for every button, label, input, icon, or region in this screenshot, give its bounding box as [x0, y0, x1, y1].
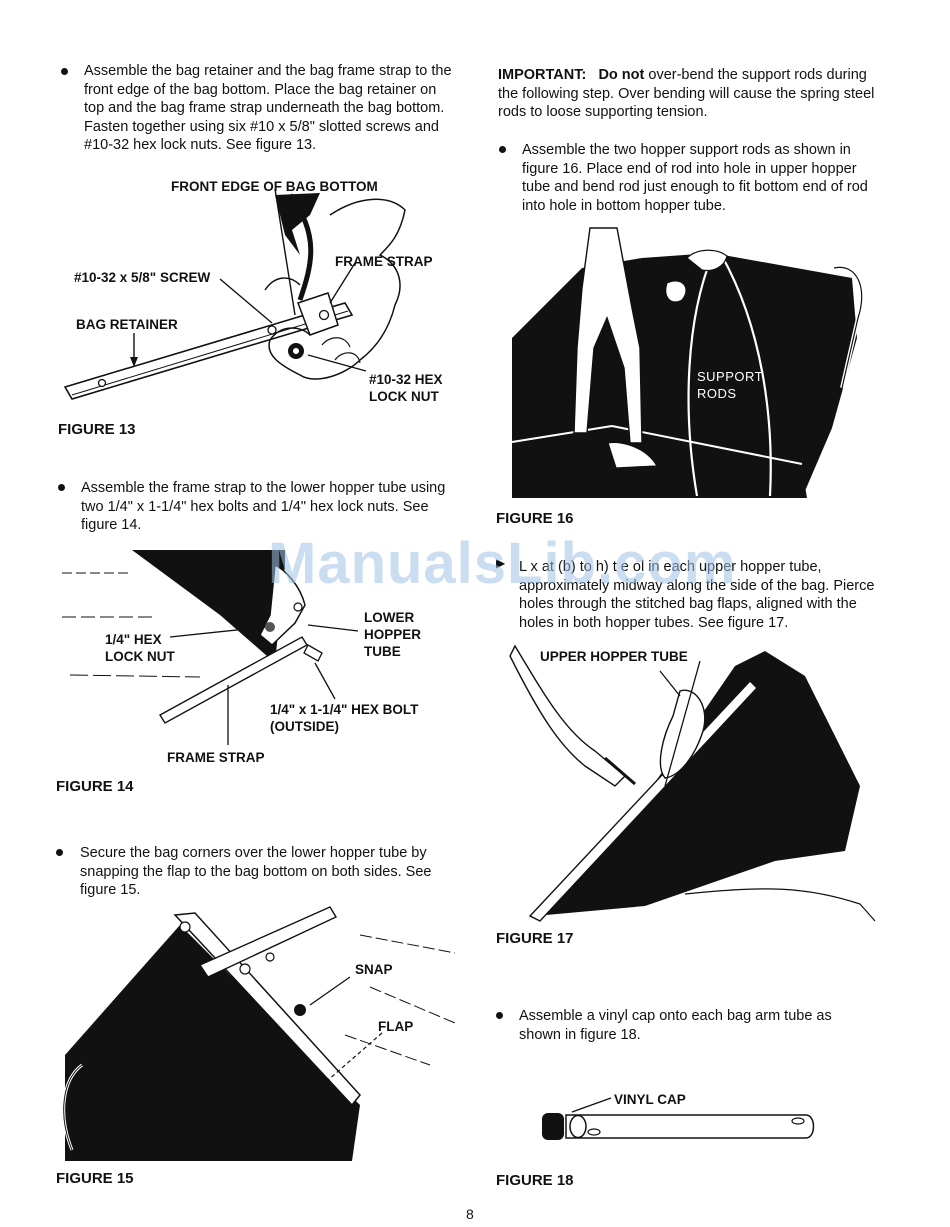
bullet — [58, 484, 65, 491]
bullet — [56, 849, 63, 856]
label-hex-lock-nut: #10-32 HEX LOCK NUT — [369, 372, 443, 404]
label-screw: #10-32 x 5/8" SCREW — [74, 270, 211, 285]
label-bag-retainer: BAG RETAINER — [76, 317, 178, 332]
important-label: IMPORTANT: — [498, 67, 587, 83]
label-hex-bolt: 1/4" x 1-1/4" HEX BOLT (OUTSIDE) — [270, 702, 419, 734]
label-hex-lock-nut: 1/4" HEX LOCK NUT — [105, 632, 175, 664]
figure-14-illustration: 1/4" HEX LOCK NUT LOWER HOPPER TUBE 1/4"… — [60, 545, 460, 765]
figure-14-drawing — [62, 550, 359, 745]
figure-16-drawing — [511, 227, 864, 498]
instruction-step-3: Secure the bag corners over the lower ho… — [80, 845, 432, 898]
figure-18-illustration: VINYL CAP — [536, 1088, 826, 1148]
figure-17-caption: FIGURE 17 — [496, 930, 574, 947]
figure-13-drawing — [63, 188, 406, 400]
instruction-step-1: Assemble the bag retainer and the bag fr… — [84, 63, 452, 153]
figure-18-drawing — [542, 1097, 815, 1140]
figure-13-caption: FIGURE 13 — [58, 421, 136, 438]
label-frame-strap: FRAME STRAP — [335, 254, 433, 269]
figure-17-illustration: UPPER HOPPER TUBE — [505, 636, 885, 922]
label-support-rods: SUPPORT RODS — [697, 369, 764, 401]
bullet — [496, 1012, 503, 1019]
instruction-step-2: Assemble the frame strap to the lower ho… — [81, 480, 446, 533]
important-note: IMPORTANT: Do not over-bend the support … — [498, 66, 890, 122]
figure-14-caption: FIGURE 14 — [56, 778, 134, 795]
important-text: over-bend the support rods during the fo… — [498, 67, 875, 120]
label-vinyl-cap: VINYL CAP — [614, 1092, 686, 1107]
figure-16-illustration: SUPPORT RODS — [511, 227, 868, 502]
instruction-step-6: Assemble a vinyl cap onto each bag arm t… — [519, 1008, 832, 1043]
important-do-not: Do not — [598, 67, 645, 83]
bullet — [499, 146, 506, 153]
page-number: 8 — [466, 1206, 474, 1222]
figure-15-drawing — [62, 906, 456, 1161]
label-snap: SNAP — [355, 962, 393, 977]
instruction-step-5: L x at (b) to h) t e ol in each upper ho… — [519, 559, 875, 631]
figure-18-caption: FIGURE 18 — [496, 1172, 574, 1189]
figure-15-illustration: SNAP FLAP — [60, 905, 460, 1165]
figure-13-illustration: FRONT EDGE OF BAG BOTTOM FRAME STRAP #10… — [60, 175, 480, 415]
label-flap: FLAP — [378, 1019, 414, 1034]
figure-16-caption: FIGURE 16 — [496, 510, 574, 527]
instruction-step-4: Assemble the two hopper support rods as … — [522, 142, 868, 214]
label-lower-hopper-tube: LOWER HOPPER TUBE — [364, 610, 422, 659]
label-frame-strap: FRAME STRAP — [167, 750, 265, 765]
label-upper-hopper-tube: UPPER HOPPER TUBE — [540, 649, 688, 664]
figure-15-caption: FIGURE 15 — [56, 1170, 134, 1187]
bullet-arrow: ▶ — [496, 556, 506, 570]
label-front-edge-of-bag-bottom: FRONT EDGE OF BAG BOTTOM — [171, 179, 378, 194]
bullet — [61, 68, 68, 75]
figure-17-drawing — [509, 644, 877, 922]
watermark: ManualsLib.com — [268, 531, 737, 596]
